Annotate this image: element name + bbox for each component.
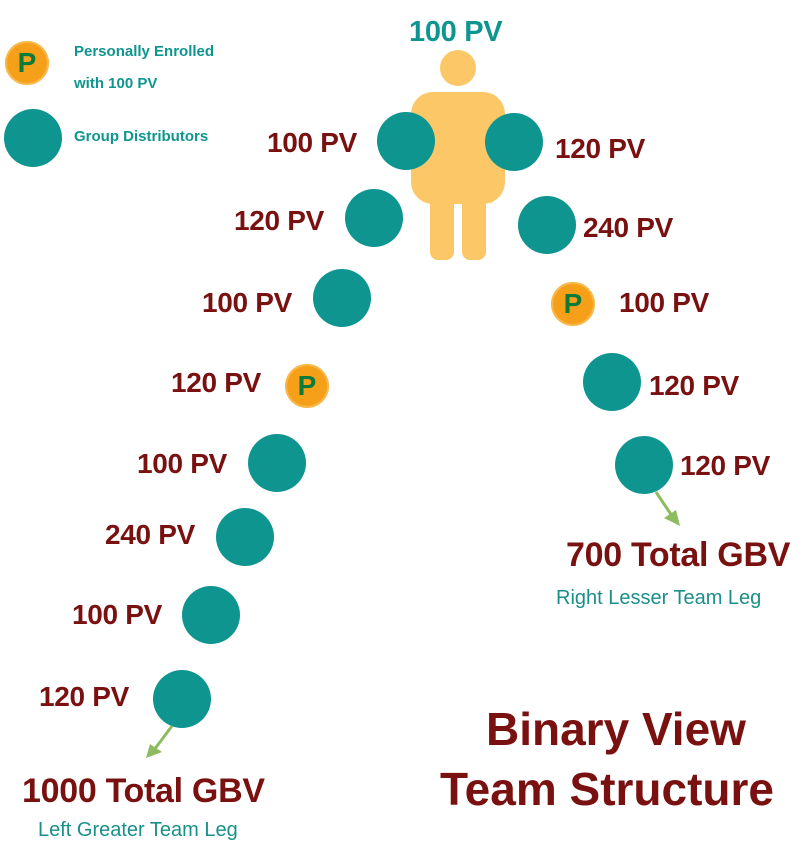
right-node-3-label: 100 PV bbox=[619, 287, 710, 318]
left-node-3-label: 100 PV bbox=[202, 287, 293, 318]
left-node-7-label: 100 PV bbox=[72, 599, 163, 630]
left-node-5 bbox=[248, 434, 306, 492]
left-leg-caption: Left Greater Team Leg bbox=[38, 819, 238, 841]
right-node-5 bbox=[615, 436, 673, 494]
left-node-8-label: 120 PV bbox=[39, 681, 130, 712]
left-node-2-label: 120 PV bbox=[234, 205, 325, 236]
right-leg-caption: Right Lesser Team Leg bbox=[556, 587, 762, 609]
right-total-gbv: 700 Total GBV bbox=[566, 536, 791, 574]
left-node-1 bbox=[377, 112, 435, 170]
left-node-4-personal-icon: P bbox=[285, 364, 329, 408]
legend-personally-enrolled-line2: with 100 PV bbox=[74, 75, 158, 92]
right-node-4 bbox=[583, 353, 641, 411]
left-node-5-label: 100 PV bbox=[137, 448, 228, 479]
right-node-2-label: 240 PV bbox=[583, 212, 674, 243]
right-down-arrow-icon bbox=[654, 491, 680, 526]
group-distributor-legend-icon bbox=[4, 109, 62, 167]
left-total-gbv: 1000 Total GBV bbox=[22, 772, 265, 810]
personally-enrolled-legend-icon: P bbox=[5, 41, 49, 85]
title-line-2: Team Structure bbox=[440, 763, 775, 815]
right-node-1 bbox=[485, 113, 543, 171]
right-node-2 bbox=[518, 196, 576, 254]
left-node-1-label: 100 PV bbox=[267, 127, 358, 158]
left-node-8 bbox=[153, 670, 211, 728]
right-node-4-label: 120 PV bbox=[649, 370, 740, 401]
legend-group-distributors: Group Distributors bbox=[74, 128, 209, 145]
right-node-5-label: 120 PV bbox=[680, 450, 771, 481]
left-node-4-label: 120 PV bbox=[171, 367, 262, 398]
left-node-2 bbox=[345, 189, 403, 247]
top-pv-label: 100 PV bbox=[409, 16, 503, 48]
title-line-1: Binary View bbox=[486, 703, 746, 755]
person-figure bbox=[411, 50, 505, 260]
right-node-3-personal-icon: P bbox=[551, 282, 595, 326]
left-node-6 bbox=[216, 508, 274, 566]
left-down-arrow-icon bbox=[146, 725, 174, 758]
right-node-1-label: 120 PV bbox=[555, 133, 646, 164]
legend-personally-enrolled-line1: Personally Enrolled bbox=[74, 43, 215, 60]
left-node-6-label: 240 PV bbox=[105, 519, 196, 550]
left-node-3 bbox=[313, 269, 371, 327]
left-node-7 bbox=[182, 586, 240, 644]
